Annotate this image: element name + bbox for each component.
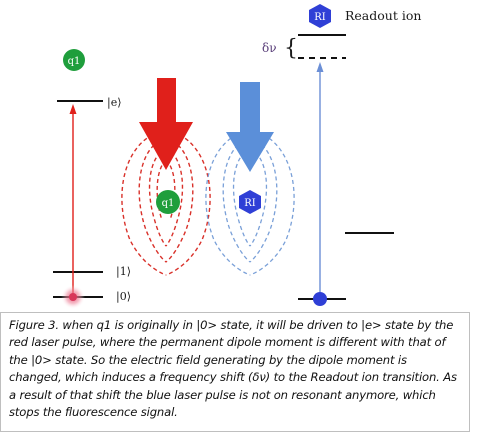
q1-dipole-field — [121, 129, 211, 276]
q1-ion-center-label: q1 — [162, 198, 175, 209]
level-0-label: |0⟩ — [116, 290, 131, 304]
readout-dipole-field — [205, 129, 295, 276]
red-laser-pulse-arrow — [139, 78, 193, 170]
energy-level-diagram: q1 |e⟩ |1⟩ |0⟩ — [53, 4, 421, 309]
readout-population-dot — [313, 292, 327, 306]
q1-ion-top-label: q1 — [68, 56, 81, 67]
q1-ion-top: q1 — [63, 49, 85, 71]
q1-ion-circle — [63, 49, 85, 71]
blue-laser-pulse-arrow — [226, 82, 274, 172]
q1-ion-center: q1 — [156, 190, 180, 214]
frequency-shift-label: δν — [262, 41, 277, 55]
figure-caption: Figure 3. when q1 is originally in |0> s… — [0, 312, 470, 432]
frequency-shift-brace: { — [284, 36, 298, 61]
readout-transition-arrow — [316, 62, 324, 292]
readout-ion-caption: Readout ion — [345, 8, 421, 23]
level-1-label: |1⟩ — [116, 265, 131, 279]
readout-ion-top: RI — [309, 4, 331, 28]
red-excitation-arrow — [69, 104, 77, 296]
readout-ion-top-label: RI — [314, 12, 326, 23]
q1-population-dot — [69, 293, 77, 301]
level-e-label: |e⟩ — [107, 96, 122, 110]
readout-ion-center-label: RI — [244, 198, 256, 209]
readout-ion-center: RI — [239, 190, 261, 214]
